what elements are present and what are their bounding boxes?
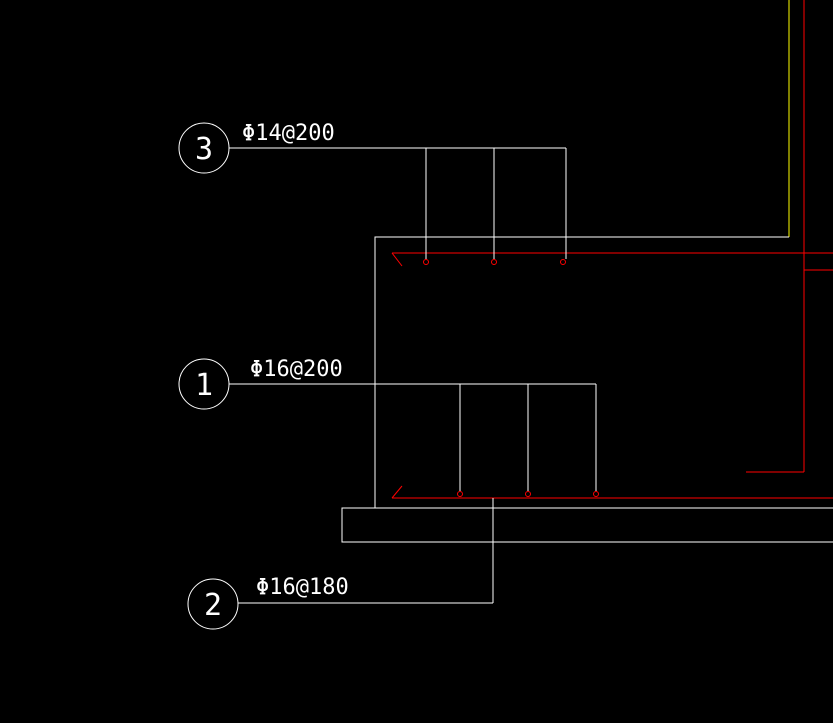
rebar-dot — [560, 259, 566, 265]
leader-lines — [229, 383, 597, 491]
callout-3: 3 Φ14@200 — [178, 121, 567, 259]
concrete-outline — [341, 236, 833, 543]
callout-spec-label: Φ16@180 — [256, 575, 349, 600]
callout-number: 3 — [195, 132, 213, 167]
callout-number: 2 — [204, 588, 222, 623]
callout-number: 1 — [195, 368, 213, 403]
leader-lines — [238, 498, 494, 604]
rebar-dot — [457, 491, 463, 497]
bottom-rebar-hook — [391, 485, 403, 499]
callout-spec-label: Φ16@200 — [250, 357, 343, 382]
rebar-dot — [593, 491, 599, 497]
callout-1: 1 Φ16@200 — [178, 357, 597, 491]
rebar-dot — [491, 259, 497, 265]
top-rebar-hook — [391, 252, 403, 267]
callout-spec-label: Φ14@200 — [242, 121, 335, 146]
rebar-layout — [391, 252, 833, 499]
rebar-dot — [525, 491, 531, 497]
rebar-dot — [423, 259, 429, 265]
callout-circle — [187, 578, 239, 630]
leader-lines — [229, 147, 567, 259]
callout-2: 2 Φ16@180 — [187, 498, 494, 630]
